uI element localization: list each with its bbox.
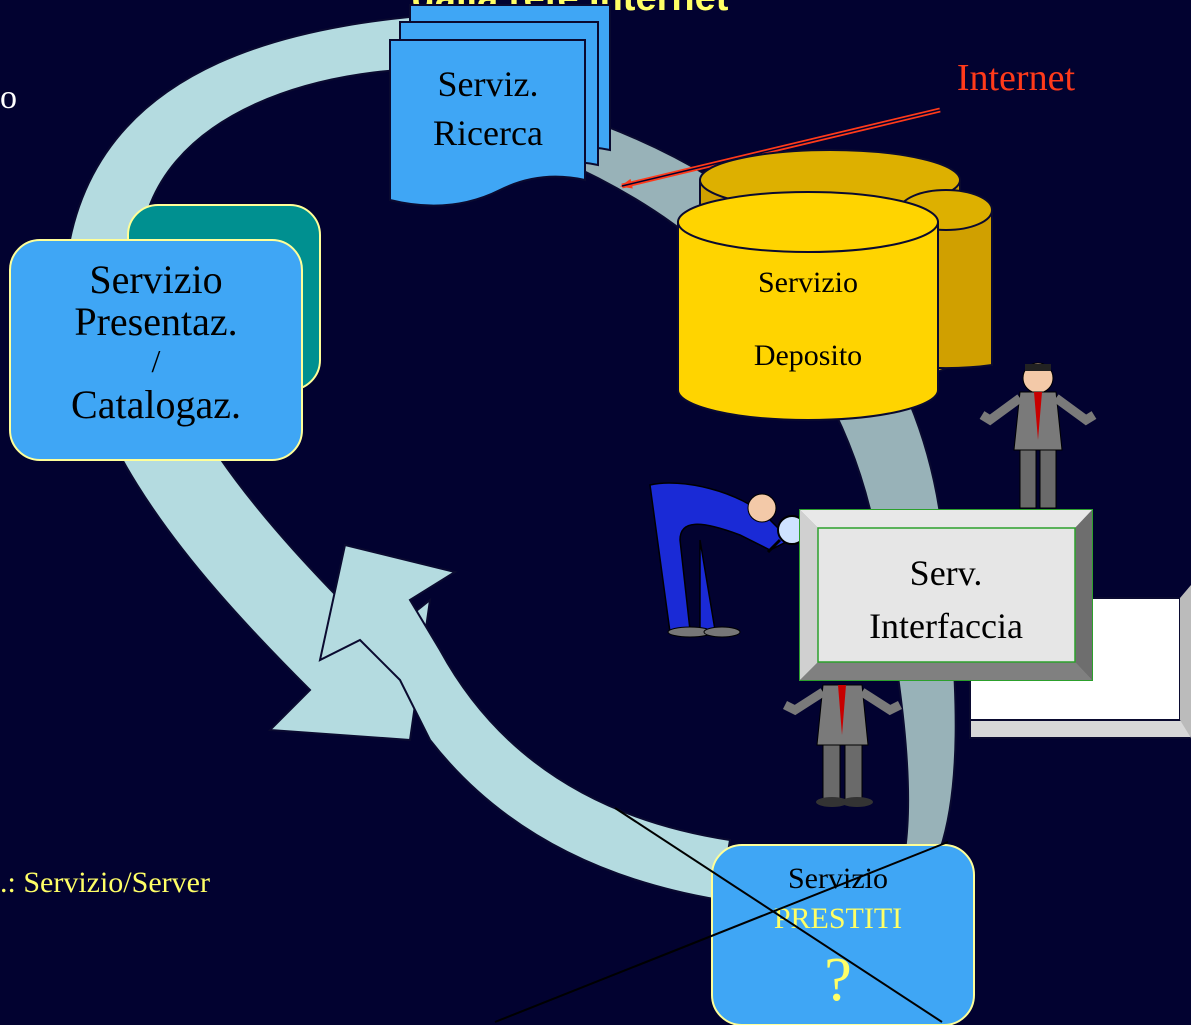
internet-label: Internet [957, 57, 1076, 99]
node-ricerca[interactable]: Serviz. Ricerca [389, 4, 611, 207]
interfaccia-line2: Interfaccia [869, 606, 1023, 646]
prestiti-question-mark: ? [824, 946, 852, 1014]
prestiti-line1: Servizio [788, 862, 888, 895]
presentazione-line3: / [152, 343, 161, 379]
prestiti-line2: PRESTITI [774, 902, 902, 935]
node-deposito[interactable]: Servizio Deposito [677, 149, 993, 421]
presentazione-line1: Servizio [89, 257, 222, 302]
interfaccia-line1: Serv. [910, 553, 983, 593]
deposito-line2: Deposito [754, 339, 862, 372]
node-interfaccia[interactable]: Serv. Interfaccia [799, 509, 1093, 681]
footer-note: .: Servizio/Server [0, 866, 210, 899]
cross-out-line-2 [614, 807, 943, 1023]
shrugging-man-icon-upper [979, 362, 1097, 509]
magnifier-man-icon [649, 482, 807, 638]
presentazione-line2: Presentaz. [74, 299, 237, 344]
deposito-line1: Servizio [758, 266, 858, 299]
cross-out-line-1 [494, 841, 949, 1023]
node-prestiti[interactable]: Servizio PRESTITI ? [711, 844, 975, 1025]
ricerca-line1: Serviz. [438, 64, 539, 104]
node-presentazione[interactable]: Servizio Presentaz. / Catalogaz. [9, 204, 321, 461]
shrugging-man-icon-lower [782, 684, 903, 807]
cycle-arrow-lower [318, 543, 732, 902]
left-text-fragment: o [0, 79, 17, 116]
internet-arrow-inner [621, 109, 941, 187]
presentazione-line4: Catalogaz. [71, 382, 241, 427]
ricerca-line2: Ricerca [433, 113, 543, 153]
